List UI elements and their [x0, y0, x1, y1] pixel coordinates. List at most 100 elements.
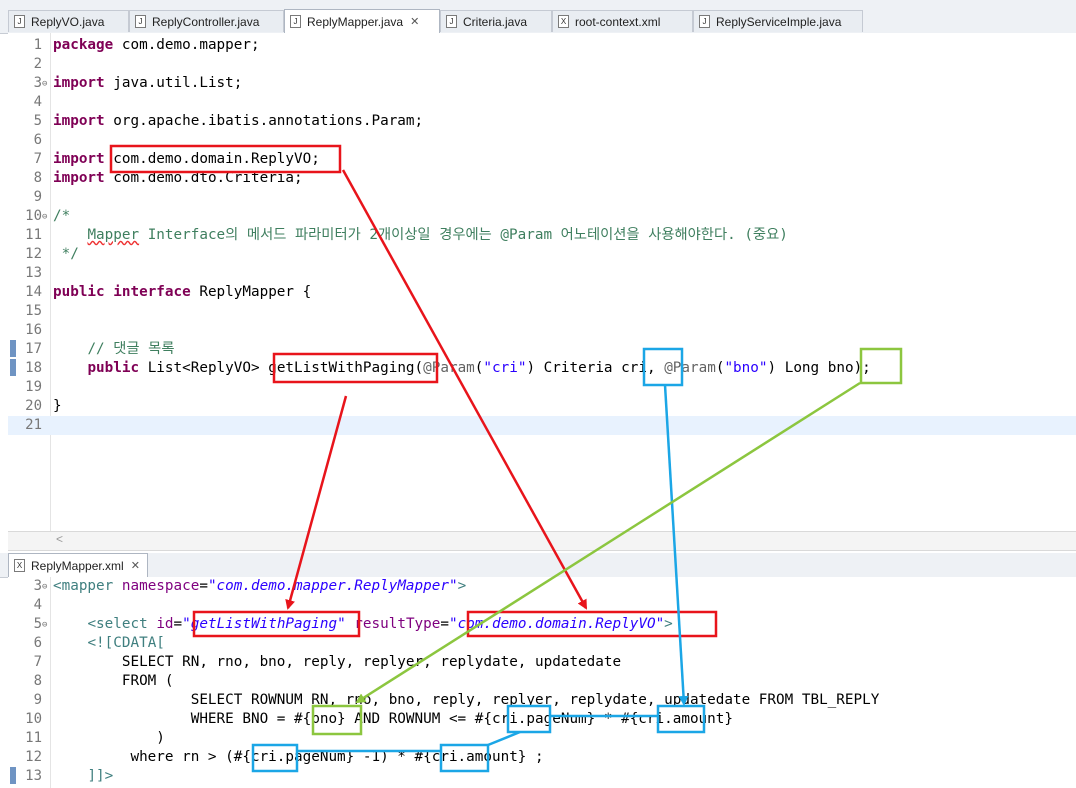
java-file-icon: J: [135, 15, 146, 28]
line-number: 3: [33, 75, 42, 91]
code-line[interactable]: 3⊖<mapper namespace="com.demo.mapper.Rep…: [8, 577, 1076, 596]
code-token: SELECT ROWNUM RN, rno, bno, reply, reply…: [53, 692, 880, 708]
code-line[interactable]: 4: [8, 93, 1076, 112]
code-line[interactable]: 3⊖import java.util.List;: [8, 74, 1076, 93]
line-number: 3: [33, 578, 42, 594]
code-text: <![CDATA[: [53, 634, 165, 653]
java-file-icon: J: [14, 15, 25, 28]
fold-toggle-icon[interactable]: ⊖: [42, 620, 48, 630]
code-text: Mapper Interface의 메서드 파라미터가 2개이상일 경우에는 @…: [53, 226, 788, 245]
code-token: java.util.List;: [104, 75, 243, 91]
code-token: import: [53, 170, 105, 186]
code-line[interactable]: 6: [8, 131, 1076, 150]
code-line[interactable]: 11 Mapper Interface의 메서드 파라미터가 2개이상일 경우에…: [8, 226, 1076, 245]
code-line[interactable]: 20}: [8, 397, 1076, 416]
fold-toggle-icon[interactable]: ⊖: [42, 79, 48, 89]
code-token: /*: [53, 208, 71, 224]
line-number: 13: [25, 265, 42, 281]
tab-label: ReplyMapper.java: [307, 14, 404, 29]
code-text: // 댓글 목록: [53, 340, 174, 359]
line-number: 10: [25, 208, 42, 224]
fold-toggle-icon[interactable]: ⊖: [42, 582, 48, 592]
code-text: public interface ReplyMapper {: [53, 283, 311, 302]
line-number: 9: [33, 189, 42, 205]
code-line[interactable]: 18 public List<ReplyVO> getListWithPagin…: [8, 359, 1076, 378]
code-token: }: [53, 398, 62, 414]
close-icon[interactable]: ✕: [410, 16, 420, 28]
java-file-icon: J: [699, 15, 710, 28]
code-line[interactable]: 12 */: [8, 245, 1076, 264]
code-line[interactable]: 2: [8, 55, 1076, 74]
code-line[interactable]: 13 ]]>: [8, 767, 1076, 786]
code-line[interactable]: 9 SELECT ROWNUM RN, rno, bno, reply, rep…: [8, 691, 1076, 710]
line-number: 6: [33, 635, 42, 651]
code-token: List<ReplyVO> getListWithPaging(: [139, 360, 424, 376]
code-text: ): [53, 729, 165, 748]
code-token: [53, 768, 87, 784]
code-token: <![CDATA[: [87, 635, 165, 651]
code-line[interactable]: 10⊖ /*: [8, 207, 1076, 226]
change-marker: [10, 767, 16, 784]
line-number: 7: [33, 151, 42, 167]
code-line[interactable]: 13: [8, 264, 1076, 283]
code-token: [53, 227, 87, 243]
code-line[interactable]: 15: [8, 302, 1076, 321]
code-token: package: [53, 37, 114, 53]
code-line[interactable]: 10 WHERE BNO = #{bno} AND ROWNUM <= #{cr…: [8, 710, 1076, 729]
code-line[interactable]: 7 SELECT RN, rno, bno, reply, replyer, r…: [8, 653, 1076, 672]
code-text: FROM (: [53, 672, 174, 691]
code-line[interactable]: 17 // 댓글 목록: [8, 340, 1076, 359]
line-number: 12: [25, 749, 42, 765]
code-line[interactable]: 4: [8, 596, 1076, 615]
code-token: Interface의 메서드 파라미터가 2개이상일 경우에는 @Param 어…: [139, 227, 788, 243]
code-token: */: [53, 246, 79, 262]
code-line[interactable]: 19: [8, 378, 1076, 397]
code-line[interactable]: 16: [8, 321, 1076, 340]
java-file-icon: J: [446, 15, 457, 28]
horizontal-scrollbar[interactable]: <: [8, 531, 1076, 551]
code-line[interactable]: 6 <![CDATA[: [8, 634, 1076, 653]
code-line[interactable]: 9: [8, 188, 1076, 207]
code-token: where rn > (#{cri.pageNum} -1) * #{cri.a…: [53, 749, 544, 765]
code-token: "com.demo.mapper.ReplyMapper": [207, 578, 458, 594]
code-token: [53, 635, 87, 651]
code-line[interactable]: 11 ): [8, 729, 1076, 748]
close-icon[interactable]: ✕: [130, 560, 140, 572]
code-token: // 댓글 목록: [87, 341, 175, 357]
code-token: Mapper: [87, 227, 140, 243]
code-token: [53, 616, 87, 632]
code-line[interactable]: 8 FROM (: [8, 672, 1076, 691]
scroll-left-icon[interactable]: <: [56, 532, 64, 546]
xml-code-editor[interactable]: 3⊖<mapper namespace="com.demo.mapper.Rep…: [8, 577, 1076, 788]
code-line[interactable]: 12 where rn > (#{cri.pageNum} -1) * #{cr…: [8, 748, 1076, 767]
line-number-gutter: [8, 577, 51, 788]
code-line[interactable]: 21: [8, 416, 1076, 435]
line-number: 18: [25, 360, 42, 376]
line-number: 11: [25, 227, 42, 243]
code-text: }: [53, 397, 62, 416]
code-text: <select id="getListWithPaging" resultTyp…: [53, 615, 672, 634]
code-token: WHERE BNO = #{bno} AND ROWNUM <= #{cri.p…: [53, 711, 733, 727]
line-number: 13: [25, 768, 42, 784]
code-line[interactable]: 5⊖ <select id="getListWithPaging" result…: [8, 615, 1076, 634]
code-token: "cri": [483, 360, 527, 376]
line-number: 17: [25, 341, 42, 357]
code-token: org.apache.ibatis.annotations.Param;: [104, 113, 424, 129]
code-token: com.demo.dto.Criteria;: [104, 170, 303, 186]
fold-toggle-icon[interactable]: ⊖: [42, 212, 48, 222]
